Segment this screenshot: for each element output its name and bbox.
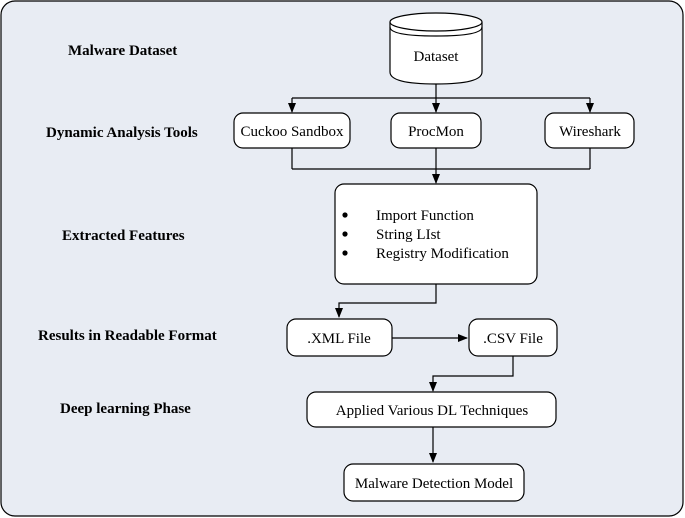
feature-bullet [342,250,348,256]
feature-item: Import Function [376,208,474,224]
xml-file-label: .XML File [307,331,371,347]
procmon-node: ProcMon [390,112,482,149]
feature-bullet [342,212,348,218]
dataset-node: Dataset [389,12,483,85]
detection-model-label: Malware Detection Model [355,476,513,492]
feature-bullet [342,231,348,237]
stage-label-results-readable-format: Results in Readable Format [38,328,217,344]
csv-file-node: .CSV File [468,318,558,357]
dataset-node-label: Dataset [414,49,460,65]
stage-label-dynamic-analysis-tools: Dynamic Analysis Tools [46,125,198,141]
stage-label-malware-dataset: Malware Dataset [68,43,177,59]
stage-label-deep-learning-phase: Deep learning Phase [60,401,191,417]
procmon-label: ProcMon [408,124,464,140]
wireshark-node: Wireshark [544,112,635,149]
cuckoo-sandbox-node: Cuckoo Sandbox [233,112,351,149]
stage-label-extracted-features: Extracted Features [62,228,185,244]
edges [288,84,594,463]
detection-model-node: Malware Detection Model [343,463,525,502]
csv-file-label: .CSV File [483,331,543,347]
features-node: Import Function String LIst Registry Mod… [334,183,538,285]
dl-techniques-node: Applied Various DL Techniques [306,391,557,428]
xml-file-node: .XML File [286,318,393,357]
wireshark-label: Wireshark [559,124,621,140]
feature-item: Registry Modification [376,246,509,262]
cuckoo-sandbox-label: Cuckoo Sandbox [241,124,344,140]
dl-techniques-label: Applied Various DL Techniques [336,403,529,419]
feature-item: String LIst [376,227,441,243]
